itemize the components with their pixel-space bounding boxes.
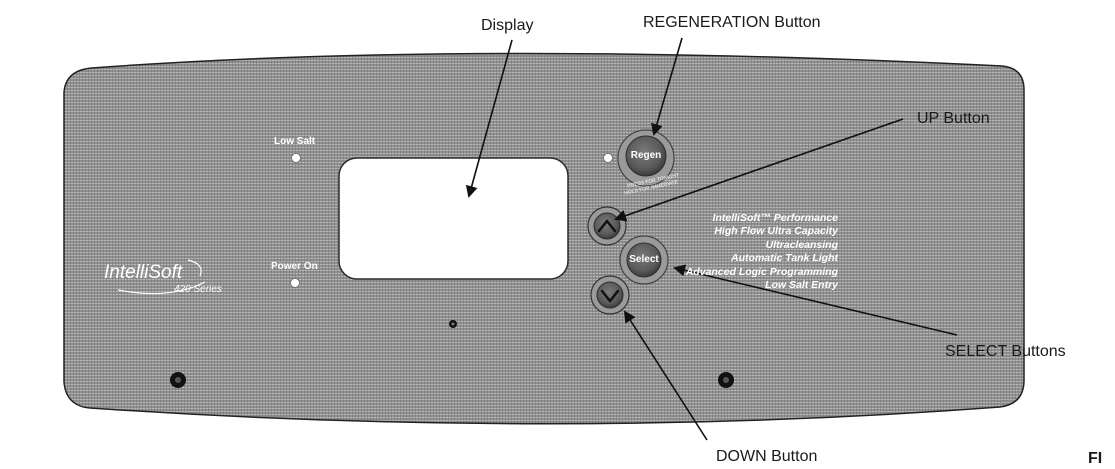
- regen-button-label: Regen: [630, 150, 662, 161]
- screw-left: [170, 372, 186, 388]
- select-callout-label: SELECT Buttons: [945, 343, 1066, 360]
- up-callout-label: UP Button: [917, 110, 990, 127]
- panel-hole: [449, 320, 457, 328]
- power-on-label: Power On: [271, 261, 318, 272]
- down-button[interactable]: [590, 275, 630, 315]
- chevron-down-icon: [600, 289, 620, 303]
- select-button-label: Select: [629, 254, 659, 265]
- down-leader-line: [623, 310, 708, 441]
- feature-list: IntelliSoft™ Performance High Flow Ultra…: [640, 212, 838, 292]
- up-button[interactable]: [587, 206, 627, 246]
- regen-led: [603, 153, 613, 163]
- up-leader-line: [614, 118, 904, 222]
- power-on-led: [290, 278, 300, 288]
- regen-button[interactable]: [617, 129, 675, 187]
- display-callout-label: Display: [481, 17, 534, 34]
- regeneration-leader-line: [651, 37, 683, 136]
- feature-item: Low Salt Entry: [765, 279, 838, 292]
- brand-swoosh-icon: [117, 281, 206, 295]
- display-screen: [338, 157, 569, 280]
- select-button[interactable]: [619, 235, 669, 285]
- down-callout-label: DOWN Button: [716, 448, 818, 465]
- feature-item: Automatic Tank Light: [731, 252, 838, 265]
- low-salt-led: [291, 153, 301, 163]
- chevron-up-icon: [597, 219, 617, 233]
- regeneration-callout-label: REGENERATION Button: [643, 14, 821, 31]
- brand-name: IntelliSoft: [104, 262, 183, 283]
- figure-edge-text: FI: [1088, 450, 1103, 467]
- display-leader-line: [465, 39, 513, 198]
- brand-swoosh-icon: [187, 259, 202, 277]
- feature-item: Ultracleansing: [765, 238, 838, 251]
- feature-item: Advanced Logic Programming: [685, 265, 838, 278]
- feature-item: High Flow Ultra Capacity: [714, 225, 838, 238]
- low-salt-label: Low Salt: [274, 136, 316, 147]
- select-leader-line: [673, 264, 958, 336]
- feature-item: IntelliSoft™ Performance: [712, 212, 838, 224]
- screw-right: [718, 372, 734, 388]
- series-label: 420 Series: [174, 284, 222, 295]
